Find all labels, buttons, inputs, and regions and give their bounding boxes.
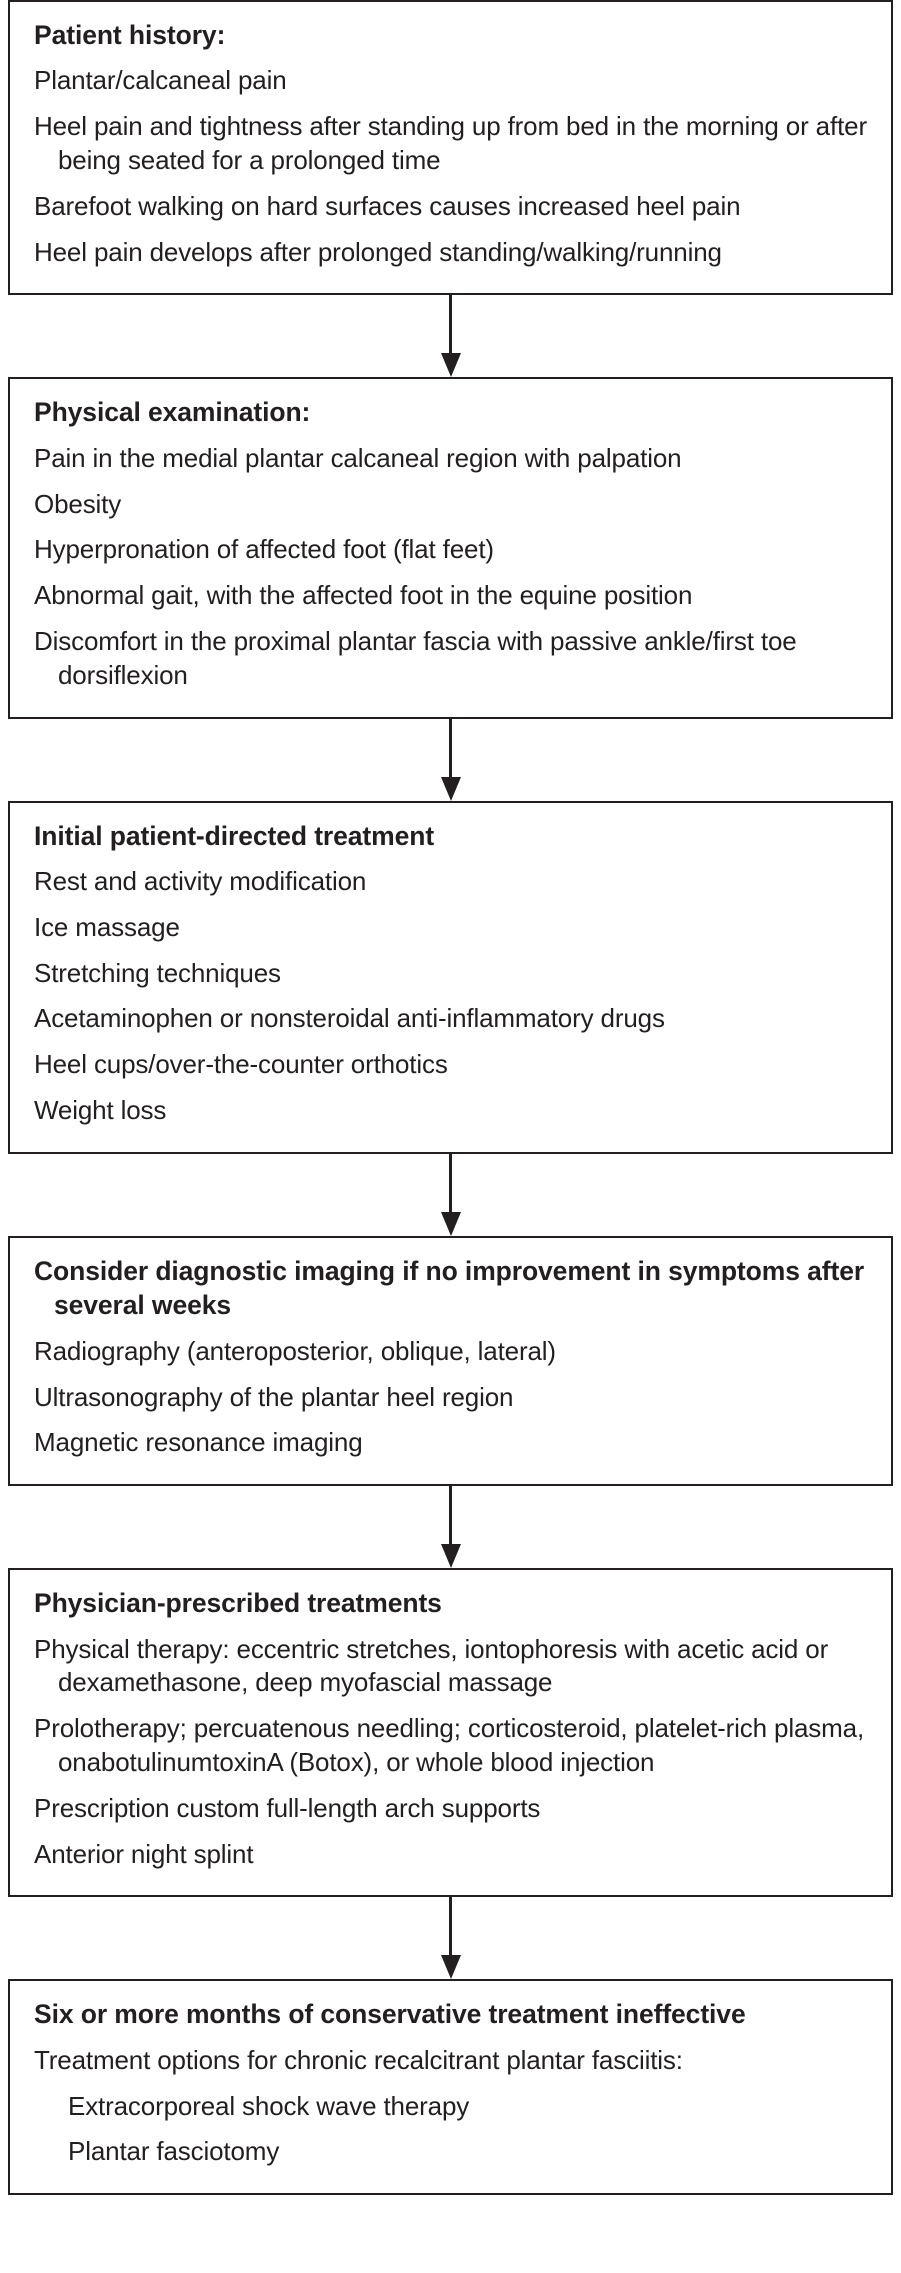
node-item: Treatment options for chronic recalcitra… [34, 2044, 683, 2075]
node-item: Weight loss [34, 1095, 167, 1126]
arrow-head [440, 1544, 461, 1569]
node-item: Barefoot walking on hard surfaces causes… [34, 190, 741, 221]
node-title: Physical examination: [34, 397, 311, 428]
arrow-head [440, 1955, 461, 1980]
node-item: Stretching techniques [34, 957, 281, 988]
node-item: Heel pain and tightness after standing u… [34, 111, 867, 176]
down-arrow-icon [0, 1153, 901, 1236]
arrow-stem [449, 1153, 452, 1216]
node-item: Extracorporeal shock wave therapy [68, 2090, 470, 2121]
node-item: Radiography (anteroposterior, oblique, l… [34, 1335, 556, 1366]
arrow-head [440, 776, 461, 801]
node-item: Heel cups/over-the-counter orthotics [34, 1049, 448, 1080]
arrow-head [440, 1211, 461, 1236]
node-item: Plantar/calcaneal pain [34, 65, 287, 96]
node-item: Acetaminophen or nonsteroidal anti-infla… [34, 1003, 665, 1034]
node-title: Physician-prescribed treatments [34, 1588, 442, 1619]
node-item: Heel pain develops after prolonged stand… [34, 236, 722, 267]
node-item: Abnormal gait, with the affected foot in… [34, 580, 693, 611]
down-arrow-icon [0, 718, 901, 801]
node-title: Initial patient-directed treatment [34, 820, 435, 851]
node-item: Discomfort in the proximal plantar fasci… [34, 626, 797, 690]
node-title: Six or more months of conservative treat… [34, 1999, 746, 2030]
arrow-stem [449, 1897, 452, 1960]
flow-node-physical-examination: Physical examination: Pain in the medial … [8, 377, 893, 719]
arrow-stem [449, 295, 452, 358]
down-arrow-icon [0, 295, 901, 378]
down-arrow-icon [0, 1897, 901, 1980]
node-item: Magnetic resonance imaging [34, 1427, 363, 1458]
arrow-head [440, 353, 461, 378]
node-item: Ice massage [34, 911, 180, 942]
flow-node-consider-diagnostic-imaging: Consider diagnostic imaging if no improv… [8, 1235, 893, 1487]
node-title: Patient history: [34, 20, 226, 50]
node-title: Consider diagnostic imaging if no improv… [34, 1255, 865, 1321]
node-item: Pain in the medial plantar calcaneal reg… [34, 442, 682, 473]
arrow-stem [449, 718, 452, 781]
flow-node-six-or-more-months-ineffective: Six or more months of conservative treat… [8, 1979, 893, 2196]
node-item: Anterior night splint [34, 1838, 254, 1869]
node-item: Physical therapy: eccentric stretches, i… [34, 1633, 829, 1698]
node-item: Prolotherapy; percuatenous needling; cor… [34, 1713, 865, 1777]
node-item: Plantar fasciotomy [68, 2136, 280, 2167]
node-item: Prescription custom full-length arch sup… [34, 1792, 541, 1823]
node-item: Hyperpronation of affected foot (flat fe… [34, 534, 494, 565]
arrow-stem [449, 1486, 452, 1549]
node-item: Rest and activity modification [34, 866, 367, 897]
node-item: Ultrasonography of the plantar heel regi… [34, 1381, 514, 1412]
down-arrow-icon [0, 1486, 901, 1569]
node-item: Obesity [34, 488, 122, 519]
